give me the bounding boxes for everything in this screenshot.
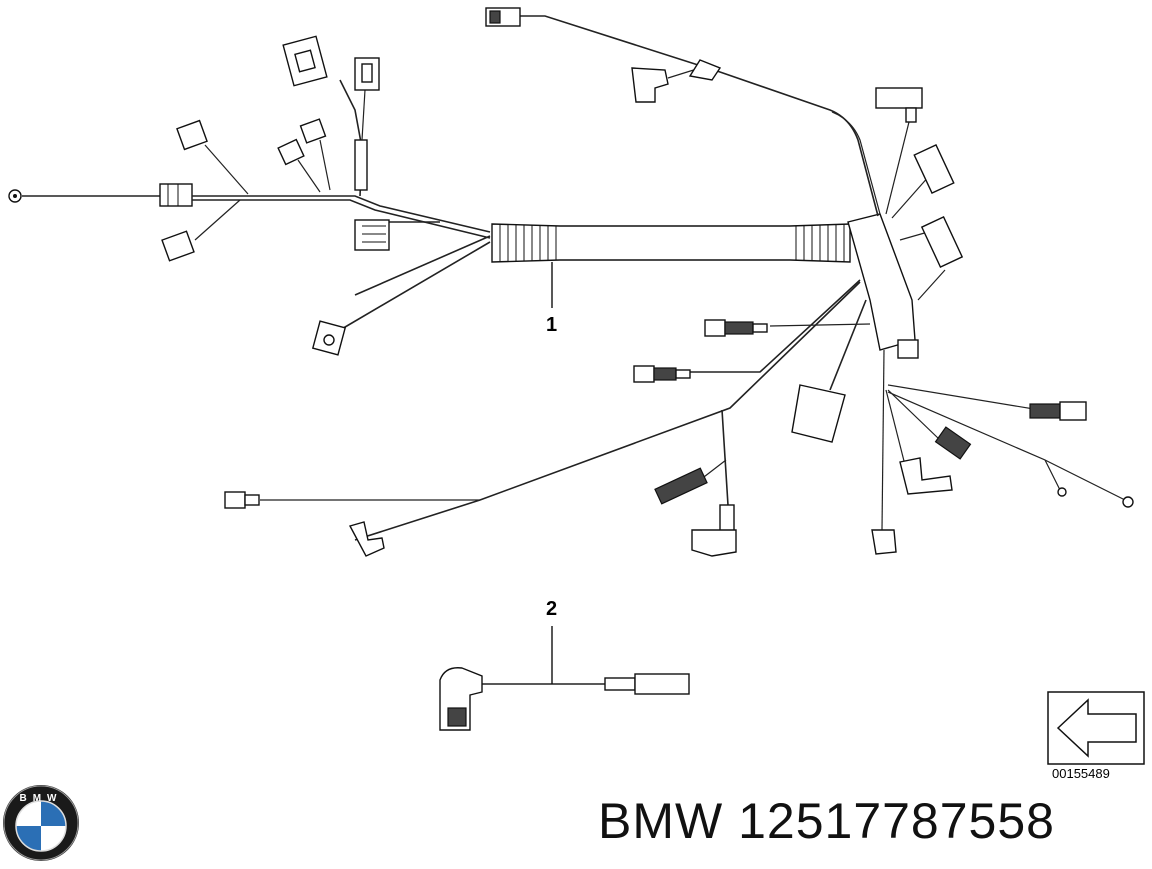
left-trunk-wire	[192, 195, 491, 233]
connector-h-a	[704, 319, 726, 337]
ground-eyelet-hole	[13, 194, 17, 198]
top-cable-2	[831, 111, 881, 215]
connector-bottom	[871, 529, 897, 555]
branch-wire	[881, 349, 885, 531]
branch-wire	[297, 159, 321, 193]
connector-multi	[354, 219, 390, 251]
eyelet-a	[1057, 487, 1067, 497]
sleeve	[354, 139, 368, 191]
sensor-cable	[439, 667, 690, 731]
sensor-plug	[634, 673, 690, 695]
connector-angled-socket	[323, 334, 335, 346]
cable-clip	[688, 59, 722, 81]
logo-rim	[3, 785, 79, 861]
connector-angled-b	[654, 467, 708, 505]
branch-wire	[204, 144, 249, 195]
sensor-boot	[604, 677, 636, 691]
logo-quadrant-blue-2	[16, 826, 41, 851]
connector-drop	[691, 529, 737, 557]
connector-top-a-inner	[294, 49, 316, 73]
diagram-reference-code: 00155489	[1052, 766, 1110, 781]
logo-inner-rim	[15, 800, 67, 852]
connector-small-b	[277, 138, 305, 166]
corrugation-left	[499, 224, 557, 262]
connector-right-b	[913, 143, 955, 195]
connector-mid-top	[631, 67, 669, 103]
connector-lower-left	[348, 521, 385, 557]
bmw-logo-icon: BMW	[3, 785, 79, 861]
branch-wire	[319, 139, 331, 191]
connector-elbow	[899, 457, 953, 495]
sensor-elbow-latch	[447, 707, 467, 727]
callout-1-label: 1	[546, 314, 558, 336]
connector-h-a-body	[724, 321, 754, 335]
callout-2-label: 2	[546, 598, 558, 620]
branch-wire	[690, 279, 861, 373]
branch-wire	[891, 174, 931, 219]
branch-wire	[917, 269, 946, 301]
connector-right-a-neck	[905, 107, 917, 123]
front-direction-arrow-icon	[1047, 691, 1145, 765]
junction-box-tab	[897, 339, 919, 359]
connector-drop-boot	[719, 504, 735, 532]
logo-quadrant-blue-1	[41, 801, 66, 826]
connector-far-left	[224, 491, 246, 509]
connector-block	[791, 384, 846, 443]
branch-wire	[887, 389, 941, 441]
branch-wire	[1044, 459, 1126, 501]
long-left-wire	[354, 281, 861, 541]
connector-lower-right-b	[1029, 403, 1061, 419]
connector-h-b	[633, 365, 655, 383]
connector-small-a	[299, 118, 327, 144]
connector-h-b-body	[653, 367, 677, 381]
branch-wire	[721, 409, 729, 506]
branch-wire	[885, 389, 906, 466]
branch-wire	[769, 323, 871, 327]
connector-h-b-boot	[675, 369, 691, 379]
connector-far-left-boot	[244, 494, 260, 506]
eyelet-b	[1122, 496, 1134, 508]
connector-h-a-boot	[752, 323, 768, 333]
connector-right-a	[875, 87, 923, 109]
connector-top-end-latch	[489, 10, 501, 24]
arrow-shape	[1056, 698, 1137, 758]
connector-lower-right-b-head	[1059, 401, 1087, 421]
connector-small-d	[161, 230, 195, 262]
branch-up-right	[361, 89, 366, 141]
part-number-caption: BMW 12517787558	[598, 793, 1055, 849]
main-trunk	[491, 223, 851, 263]
open-wire	[354, 235, 491, 296]
main-harness	[8, 7, 1134, 557]
corrugation-right	[795, 224, 845, 262]
left-trunk-wire-2	[192, 199, 491, 239]
connector-small-c	[176, 119, 208, 151]
connector-right-c	[920, 216, 964, 268]
branch-wire	[339, 241, 491, 331]
top-cable	[520, 15, 879, 217]
connector-lower-right-a	[934, 426, 972, 460]
logo-letters: BMW	[20, 793, 63, 804]
branch-wire	[829, 299, 867, 391]
branch-wire	[887, 384, 1041, 411]
branch-wire	[885, 109, 913, 215]
branch-wire	[194, 199, 241, 241]
grommet-connector	[159, 183, 193, 207]
connector-top-b-inner	[361, 63, 373, 83]
